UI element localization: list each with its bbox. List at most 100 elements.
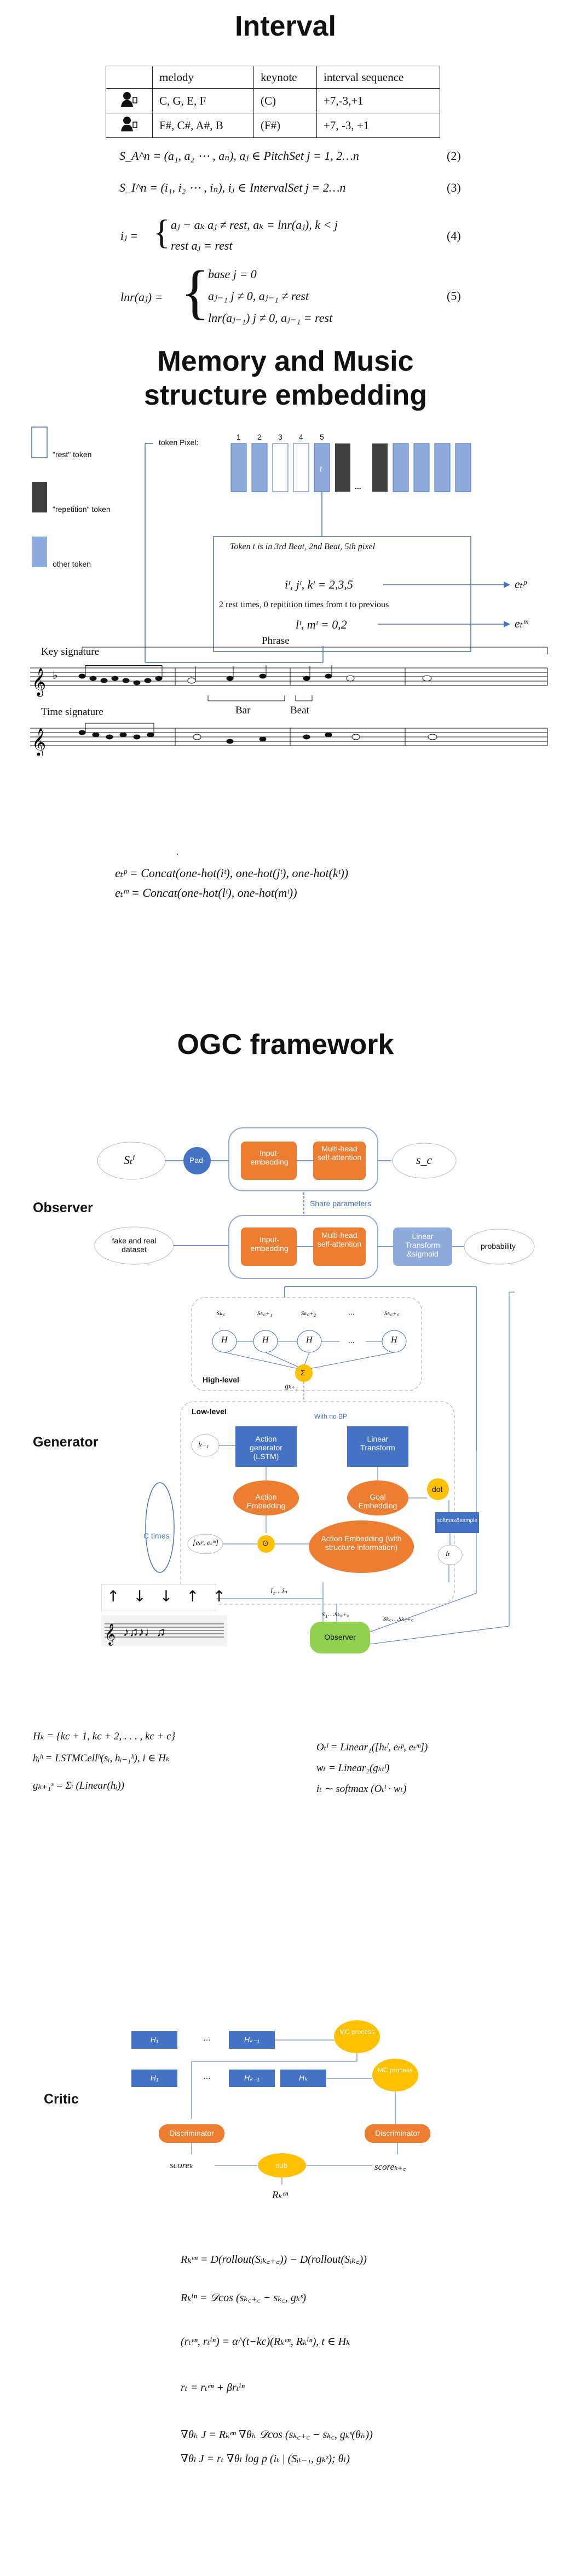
seq-i-label: i₁…iₙ	[270, 1587, 287, 1595]
mhsa-label-1: Multi-head self-attention	[317, 1144, 362, 1162]
table-header-row: melody keynote interval sequence	[106, 66, 440, 89]
svg-text:♭: ♭	[53, 670, 57, 682]
token-pixel-2	[251, 443, 268, 492]
equation-i: iₜ ∼ softmax (Oₜˡ · wₜ)	[316, 1783, 407, 1795]
arrow-up-icon: ↑	[107, 1587, 120, 1605]
interval-title: Interval	[235, 10, 336, 42]
softmax-box	[435, 1512, 479, 1533]
critic-diagram	[131, 2020, 430, 2185]
action-embedding-structure-node	[309, 1520, 414, 1573]
probability-node	[464, 1229, 535, 1265]
generated-staff: 𝄞 ♪♫♪♩♫	[101, 1615, 227, 1646]
mc-process-label-2: MC process	[377, 2066, 413, 2074]
action-generator-label: Action generator (LSTM)	[250, 1434, 282, 1461]
pad-label: Pad	[189, 1156, 203, 1165]
legend-other-label: other token	[53, 560, 91, 568]
embedding-title-line-1: Memory and Music	[157, 345, 414, 377]
low-level-box	[180, 1401, 455, 1605]
table-cell: +7,-3,+1	[316, 88, 440, 113]
equation-r1: Rₖᵉⁿ = D(rollout(Sᵢₖ꜀₊꜀)) − D(rollout(Sᵢ…	[181, 2254, 367, 2266]
embedding-diagram: 𝄞 ♭	[30, 427, 548, 701]
table-header-cell: keynote	[253, 66, 317, 89]
h-node-label-1: H	[221, 1335, 228, 1345]
ogc-title: OGC framework	[177, 1029, 394, 1061]
i-prev-label: iₜ₋₁	[198, 1440, 209, 1449]
equation-5-lhs: lnr(aⱼ) =	[120, 290, 163, 304]
mhsa-box-1	[313, 1142, 366, 1180]
table-row: F#, C#, A#, B (F#) +7, -3, +1	[106, 113, 440, 138]
e-m-output: eₜᵐ	[515, 616, 528, 630]
e-p-output: eₜᵖ	[515, 577, 527, 591]
dot-label: dot	[432, 1485, 443, 1494]
critic-hk-1-bottom-label: Hₖ₋₁	[244, 2073, 259, 2082]
arrow-up-icon: ↑	[186, 1587, 199, 1605]
table-header-cell: melody	[152, 66, 254, 89]
input-embedding-label-2: Input-embedding	[250, 1235, 289, 1253]
sub-node	[258, 2153, 306, 2177]
equation-hh: hᵢʰ = LSTMCellʰ(sᵢ, hᵢ₋₁ʰ), i ∈ Hₖ	[33, 1753, 170, 1764]
s-node-label-4: ...	[348, 1307, 355, 1316]
critic-dots-top: ···	[203, 2035, 211, 2044]
token-pixel-1	[230, 443, 247, 492]
pixel-number-1: 1	[237, 433, 241, 441]
token-pixel-3	[272, 443, 289, 492]
legend-rest-swatch	[31, 427, 48, 458]
h-node-label-5: H	[391, 1335, 397, 1345]
equation-4-case-2: rest aⱼ = rest	[171, 239, 233, 252]
equation-hk: Hₖ = {kc + 1, kc + 2, . . . , kc + c}	[33, 1731, 176, 1742]
discriminator-box-2	[365, 2124, 430, 2143]
legend-repetition-swatch	[32, 482, 47, 512]
odot-label: ⊙	[262, 1538, 269, 1547]
odot-node	[257, 1535, 275, 1553]
ogc-diagram	[94, 1127, 535, 1646]
time-signature-label: Time signature	[41, 706, 103, 718]
table-cell: +7, -3, +1	[316, 113, 440, 138]
observer-node	[310, 1622, 370, 1653]
equation-r6: ∇θₗ J = rₜ ∇θₗ log p (iₜ | (Sᵢₜ₋₁, gₖˢ);…	[181, 2453, 350, 2465]
dataset-label: fake and real dataset	[112, 1236, 157, 1254]
critic-section-label: Critic	[44, 2091, 79, 2107]
action-embedding-structure-label: Action Embedding (with structure informa…	[321, 1534, 402, 1552]
mc-process-label-1: MC process	[339, 2028, 374, 2036]
equation-r3: (rₜᵉⁿ, rₜⁱⁿ) = α^(t−kc)(Rₖᵉⁿ, Rₖⁱⁿ), t ∈…	[181, 2336, 350, 2348]
h-node-label-3: H	[306, 1335, 313, 1345]
generator-section-label: Generator	[33, 1434, 99, 1450]
high-level-label: High-level	[203, 1375, 239, 1384]
explanation-box	[213, 536, 471, 652]
arrow-row-glyphs: ↑ ↓ ↓ ↑ ↑	[107, 1587, 226, 1605]
critic-h1-top-label: H₁	[150, 2035, 159, 2044]
action-embedding-label: Action Embedding	[246, 1492, 286, 1510]
share-params-label: Share parameters	[310, 1199, 372, 1208]
equation-2: S_A^n = (a₁, a₂ ⋯ , aₙ), aⱼ ∈ PitchSet j…	[119, 149, 359, 163]
equation-g: gₖ₊₁ˢ = Σᵢ (Linear(hᵢ))	[33, 1780, 124, 1791]
equation-4-case-1: aⱼ − aₖ aⱼ ≠ rest, aₖ = lnr(aⱼ), k < j	[171, 218, 338, 232]
input-embedding-label-1: Input-embedding	[250, 1149, 289, 1166]
equation-3-number: (3)	[447, 181, 461, 194]
table-cell: C, G, E, F	[152, 88, 254, 113]
table-cell: (C)	[253, 88, 317, 113]
action-arrow-row	[101, 1584, 216, 1611]
equation-5-case-2: aⱼ₋₁ j ≠ 0, aⱼ₋₁ ≠ rest	[208, 289, 309, 303]
pad-node	[183, 1147, 211, 1174]
i-t-node	[437, 1545, 463, 1565]
equation-5-number: (5)	[447, 289, 461, 303]
s-node-label-1: sₖ꜀	[217, 1309, 226, 1317]
action-embedding-node	[233, 1480, 299, 1515]
discriminator-box-1	[159, 2124, 224, 2143]
mhsa-box-2	[313, 1228, 366, 1266]
action-generator-box	[235, 1426, 297, 1467]
svg-text:♪♫♪♩♫: ♪♫♪♩♫	[123, 1625, 165, 1639]
box-line-1: Token t is in 3rd Beat, 2nd Beat, 5th pi…	[230, 542, 376, 551]
pixel-ellipsis: ...	[355, 482, 361, 491]
box-line-3: 2 rest times, 0 repitition times from t …	[219, 600, 389, 609]
s-input-label: Sₜⁱ	[124, 1153, 135, 1167]
person-icon	[106, 113, 153, 138]
box-line-2: iᵗ, jᵗ, kᵗ = 2,3,5	[285, 578, 353, 591]
critic-hk-1-top	[229, 2031, 275, 2049]
critic-h1-bottom-label: H₁	[150, 2073, 159, 2082]
h-node-label-4: ...	[348, 1336, 355, 1345]
observer-section-label: Observer	[33, 1200, 93, 1215]
equation-5-case-1: base j = 0	[208, 267, 257, 281]
svg-text:𝄞: 𝄞	[32, 729, 46, 756]
equation-r5: ∇θₕ J = Rₖᵉⁿ ∇θₕ 𝒟cos (sₖ꜀₊꜀ − sₖ꜀, gₖˢ(…	[181, 2429, 373, 2441]
